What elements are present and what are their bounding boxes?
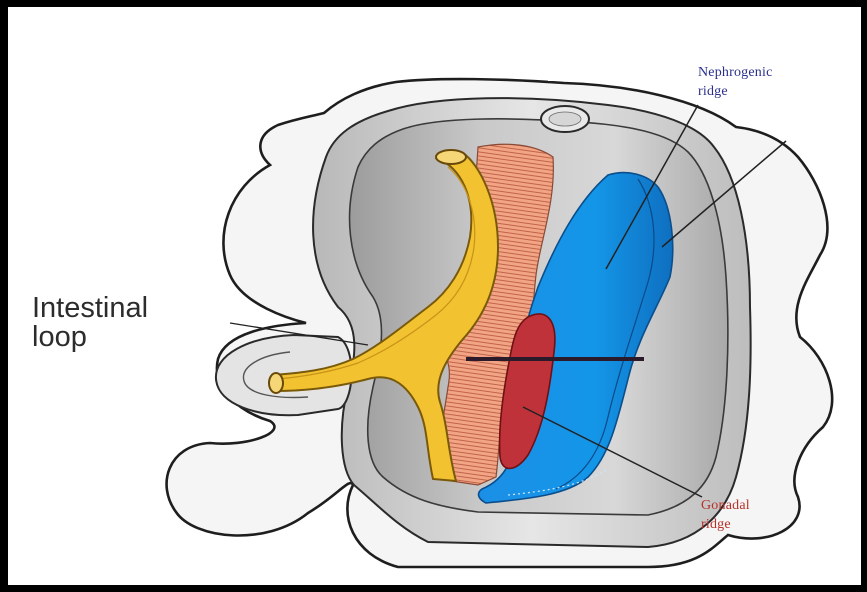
- intestinal-loop-label-line-2: loop: [32, 323, 148, 352]
- nephrogenic-ridge-label-line-2: ridge: [698, 82, 773, 101]
- gonadal-ridge-label-line-2: ridge: [701, 515, 750, 534]
- intestinal-loop-label-line-1: Intestinal: [32, 294, 148, 323]
- intestine-cranial-opening: [436, 150, 466, 164]
- intestine-cut-end: [269, 373, 283, 393]
- nephrogenic-ridge-label: Nephrogenic ridge: [698, 63, 773, 101]
- nephrogenic-ridge-label-line-1: Nephrogenic: [698, 63, 773, 82]
- gonadal-ridge-label-line-1: Gonadal: [701, 496, 750, 515]
- intestinal-loop-label: Intestinal loop: [32, 294, 148, 352]
- gonadal-ridge-label: Gonadal ridge: [701, 496, 750, 534]
- nephrogenic-label-patch: [548, 57, 688, 81]
